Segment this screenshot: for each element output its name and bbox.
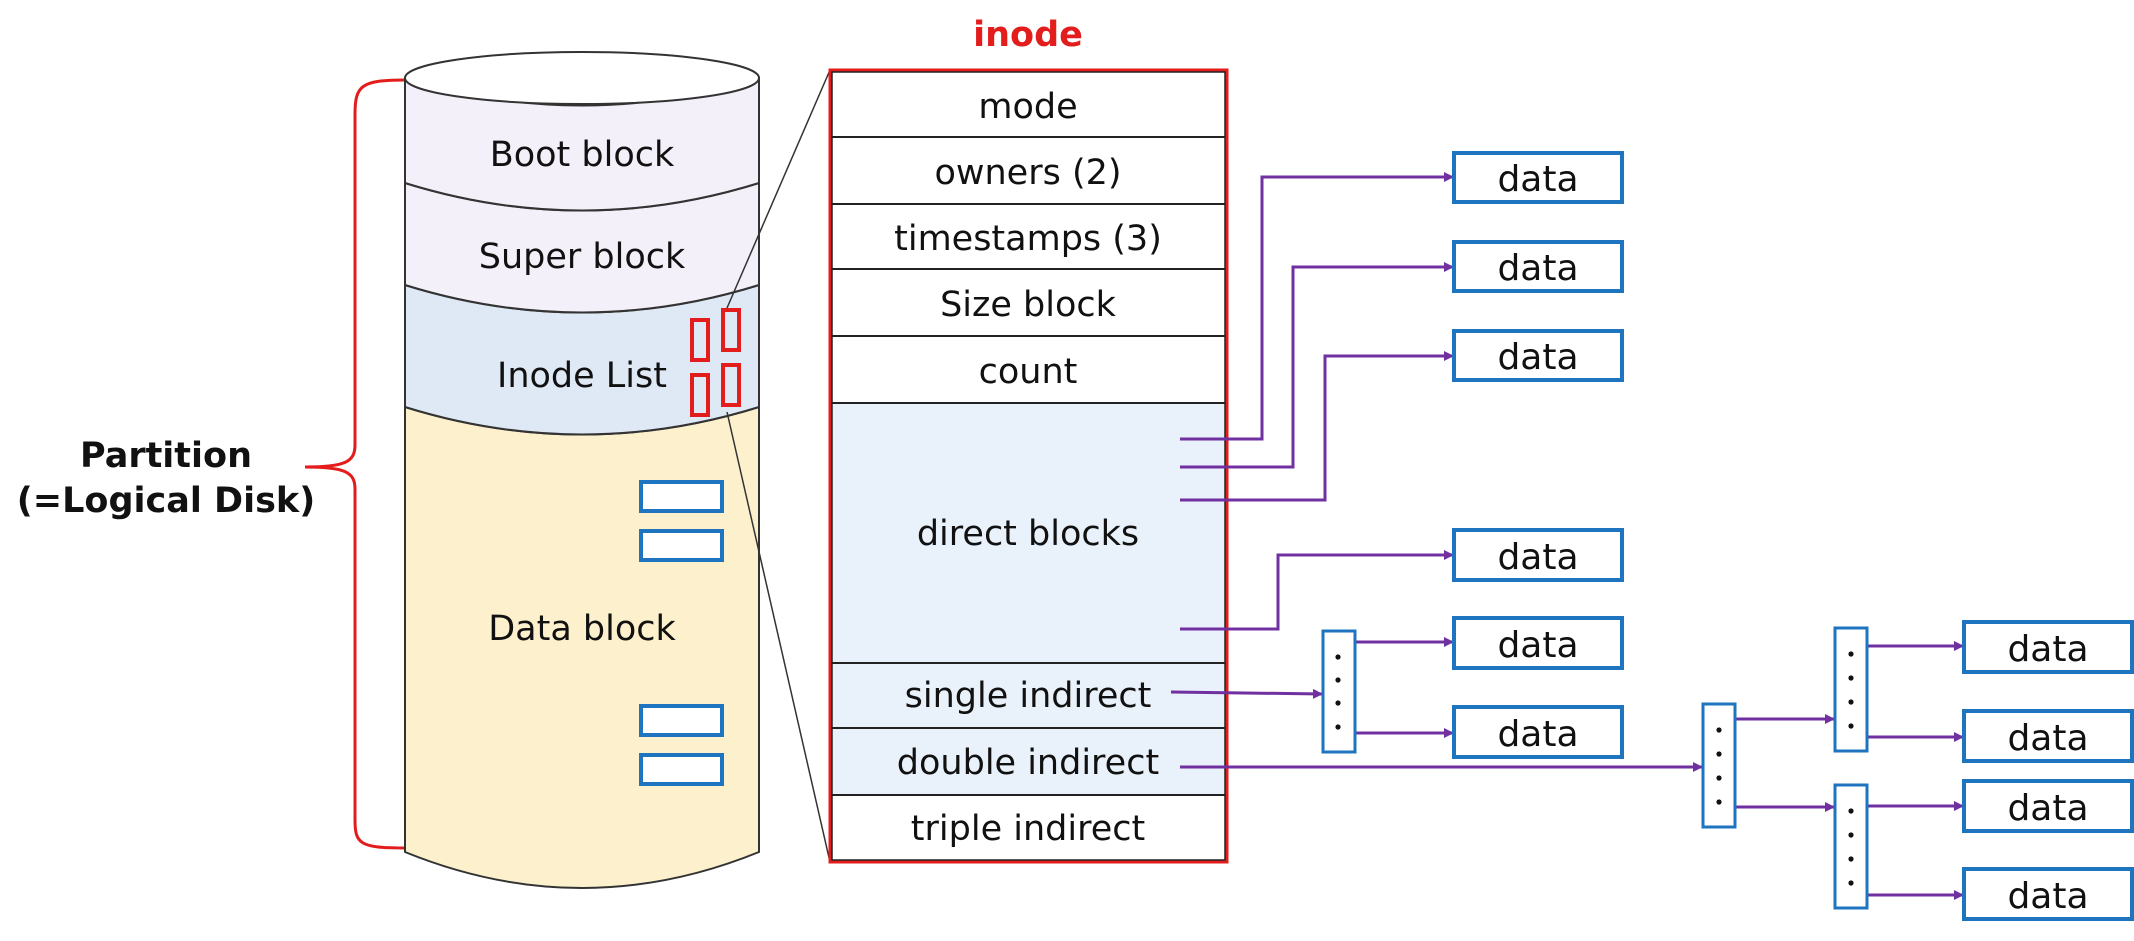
data-block: data [1452,616,1624,670]
svg-text:data: data [2007,718,2088,759]
inode-field-mode: mode [978,87,1077,127]
data-block: data [1962,779,2134,833]
data-block-marker [639,704,724,737]
data-block: data [1452,705,1624,759]
inode-marker [690,318,710,362]
svg-text:data: data [1497,537,1578,578]
zoom-line [726,411,831,863]
data-block-marker [639,480,724,513]
svg-text:data: data [2007,629,2088,670]
disk-label-inode-list: Inode List [497,356,667,396]
partition-label-line1: Partition [80,436,252,476]
inode-marker [690,373,710,417]
double-index-block [1701,702,1737,829]
partition-label-line2: (=Logical Disk) [17,481,315,521]
direct-pointer-arrow [1180,351,1454,502]
disk-label-boot: Boot block [490,135,675,175]
inode-tinted-double [830,728,1227,795]
index-blocks [1321,626,1869,910]
inode-table: mode owners (2) timestamps (3) Size bloc… [828,68,1229,864]
single-indirect-arrow [1170,688,1323,699]
data-block-marker [639,753,724,786]
inode-field-direct: direct blocks [917,514,1139,554]
inode-tinted-direct [830,403,1227,663]
inode-field-size: Size block [940,285,1117,325]
disk-label-super: Super block [479,237,686,277]
pointer-arrows [1170,172,1964,900]
inode-marker [721,363,741,407]
single-index-block [1321,629,1357,754]
direct-pointer-arrow [1180,550,1454,631]
inode-field-triple-indirect: triple indirect [911,809,1145,849]
inode-field-timestamps: timestamps (3) [894,219,1162,259]
svg-text:data: data [2007,788,2088,829]
inode-field-owners: owners (2) [934,153,1121,193]
data-blocks: data data data data data data data data … [1452,151,2134,921]
direct-pointer-arrow [1180,172,1454,441]
inode-field-single-indirect: single indirect [905,676,1152,716]
svg-text:data: data [1497,159,1578,200]
partition-label: Partition (=Logical Disk) [17,436,315,521]
svg-text:data: data [1497,337,1578,378]
data-block: data [1452,329,1624,382]
second-level-index-block [1833,626,1869,753]
inode-field-count: count [979,352,1078,392]
data-block: data [1962,620,2134,674]
data-block: data [1962,867,2134,921]
disk-cylinder: Boot block Super block Inode List Data b… [404,51,760,889]
disk-top [404,51,760,105]
second-level-index-block [1833,783,1869,910]
data-block: data [1452,528,1624,582]
direct-pointer-arrow [1180,262,1454,469]
data-block-marker [639,529,724,562]
zoom-line [726,69,831,309]
svg-text:data: data [1497,714,1578,755]
svg-text:data: data [2007,876,2088,917]
inode-title: inode [973,15,1083,55]
disk-label-data: Data block [488,609,676,649]
partition-bracket [304,78,406,850]
svg-text:data: data [1497,625,1578,666]
inode-tinted-single [830,663,1227,728]
data-block: data [1962,709,2134,763]
inode-field-double-indirect: double indirect [897,743,1159,783]
data-block: data [1452,240,1624,293]
data-block: data [1452,151,1624,204]
inode-marker [721,308,741,352]
svg-text:data: data [1497,248,1578,289]
